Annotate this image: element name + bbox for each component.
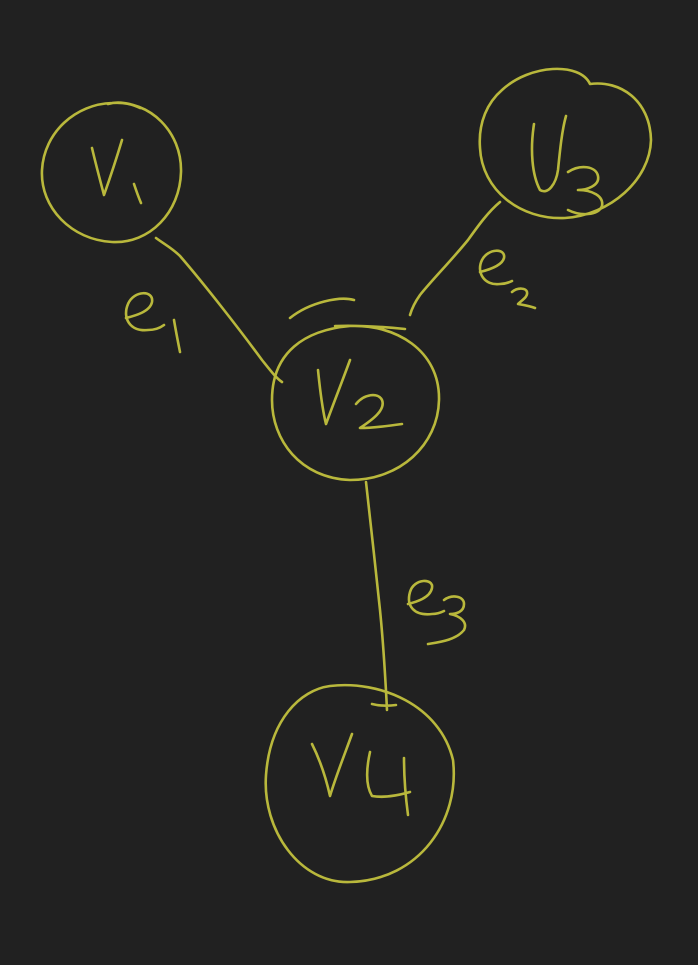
edge-e2-label-glyph-2 bbox=[510, 287, 537, 310]
node-v1-circle bbox=[40, 101, 183, 244]
edge-e1-label-glyph-e bbox=[124, 291, 166, 332]
edge-e2-label bbox=[478, 249, 537, 310]
edge-e3-line bbox=[364, 480, 398, 712]
edge-e1 bbox=[124, 236, 284, 384]
edge-e3-label-glyph-e bbox=[406, 579, 446, 616]
node-v3-circle bbox=[478, 67, 653, 220]
edge-e1-label bbox=[124, 291, 182, 354]
edge-e3-label bbox=[406, 579, 467, 646]
edge-e1-label-glyph-1 bbox=[172, 318, 182, 354]
node-v1 bbox=[40, 101, 183, 244]
edge-e1-line bbox=[154, 236, 284, 384]
node-v3 bbox=[478, 67, 653, 220]
node-v1-label-glyph-v bbox=[90, 138, 124, 197]
node-v4-label-glyph-v bbox=[310, 732, 354, 798]
node-v2-label-glyph-2 bbox=[354, 393, 404, 430]
edge-e2 bbox=[408, 200, 537, 317]
node-v2-circle bbox=[270, 297, 441, 482]
node-v3-label bbox=[530, 114, 604, 216]
node-v3-label-glyph-v bbox=[530, 114, 568, 193]
node-v4 bbox=[264, 683, 456, 884]
edge-e2-label-glyph-e bbox=[478, 249, 514, 286]
edge-e3-label-glyph-3 bbox=[426, 595, 467, 646]
node-v1-label bbox=[90, 138, 143, 205]
node-v1-label-glyph-1 bbox=[132, 182, 143, 205]
node-v2-label-glyph-v bbox=[316, 358, 352, 426]
edge-e2-line bbox=[408, 200, 502, 317]
node-v3-label-glyph-3 bbox=[566, 165, 604, 216]
node-v4-label bbox=[310, 732, 412, 817]
node-v4-label-glyph-4 bbox=[365, 750, 412, 817]
node-v2 bbox=[270, 297, 441, 482]
node-v2-label bbox=[316, 358, 404, 430]
edge-e3 bbox=[364, 480, 467, 712]
node-v4-circle bbox=[264, 683, 456, 884]
